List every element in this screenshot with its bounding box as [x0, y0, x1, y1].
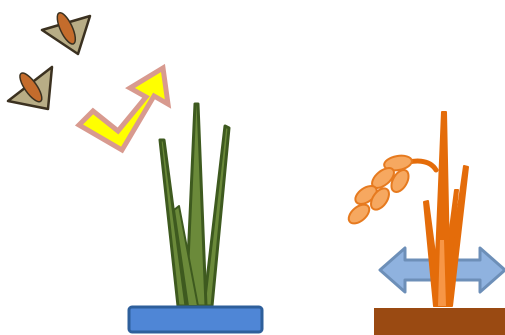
rice-plant-icon: [347, 111, 469, 307]
seed-kernel: [19, 72, 43, 103]
arrow-up-right-icon: [74, 63, 172, 154]
rice-grains: [347, 154, 413, 225]
grass-blade: [202, 124, 231, 308]
seed-icon: [6, 65, 54, 111]
seed-icon: [40, 12, 92, 56]
soil-bed-icon: [374, 308, 505, 335]
seed-kernel: [56, 12, 77, 45]
rice-stem-highlight: [438, 240, 446, 306]
grass-seedling-icon: [158, 102, 231, 308]
water-tray-icon: [127, 305, 264, 334]
rice-stem: [433, 111, 451, 307]
